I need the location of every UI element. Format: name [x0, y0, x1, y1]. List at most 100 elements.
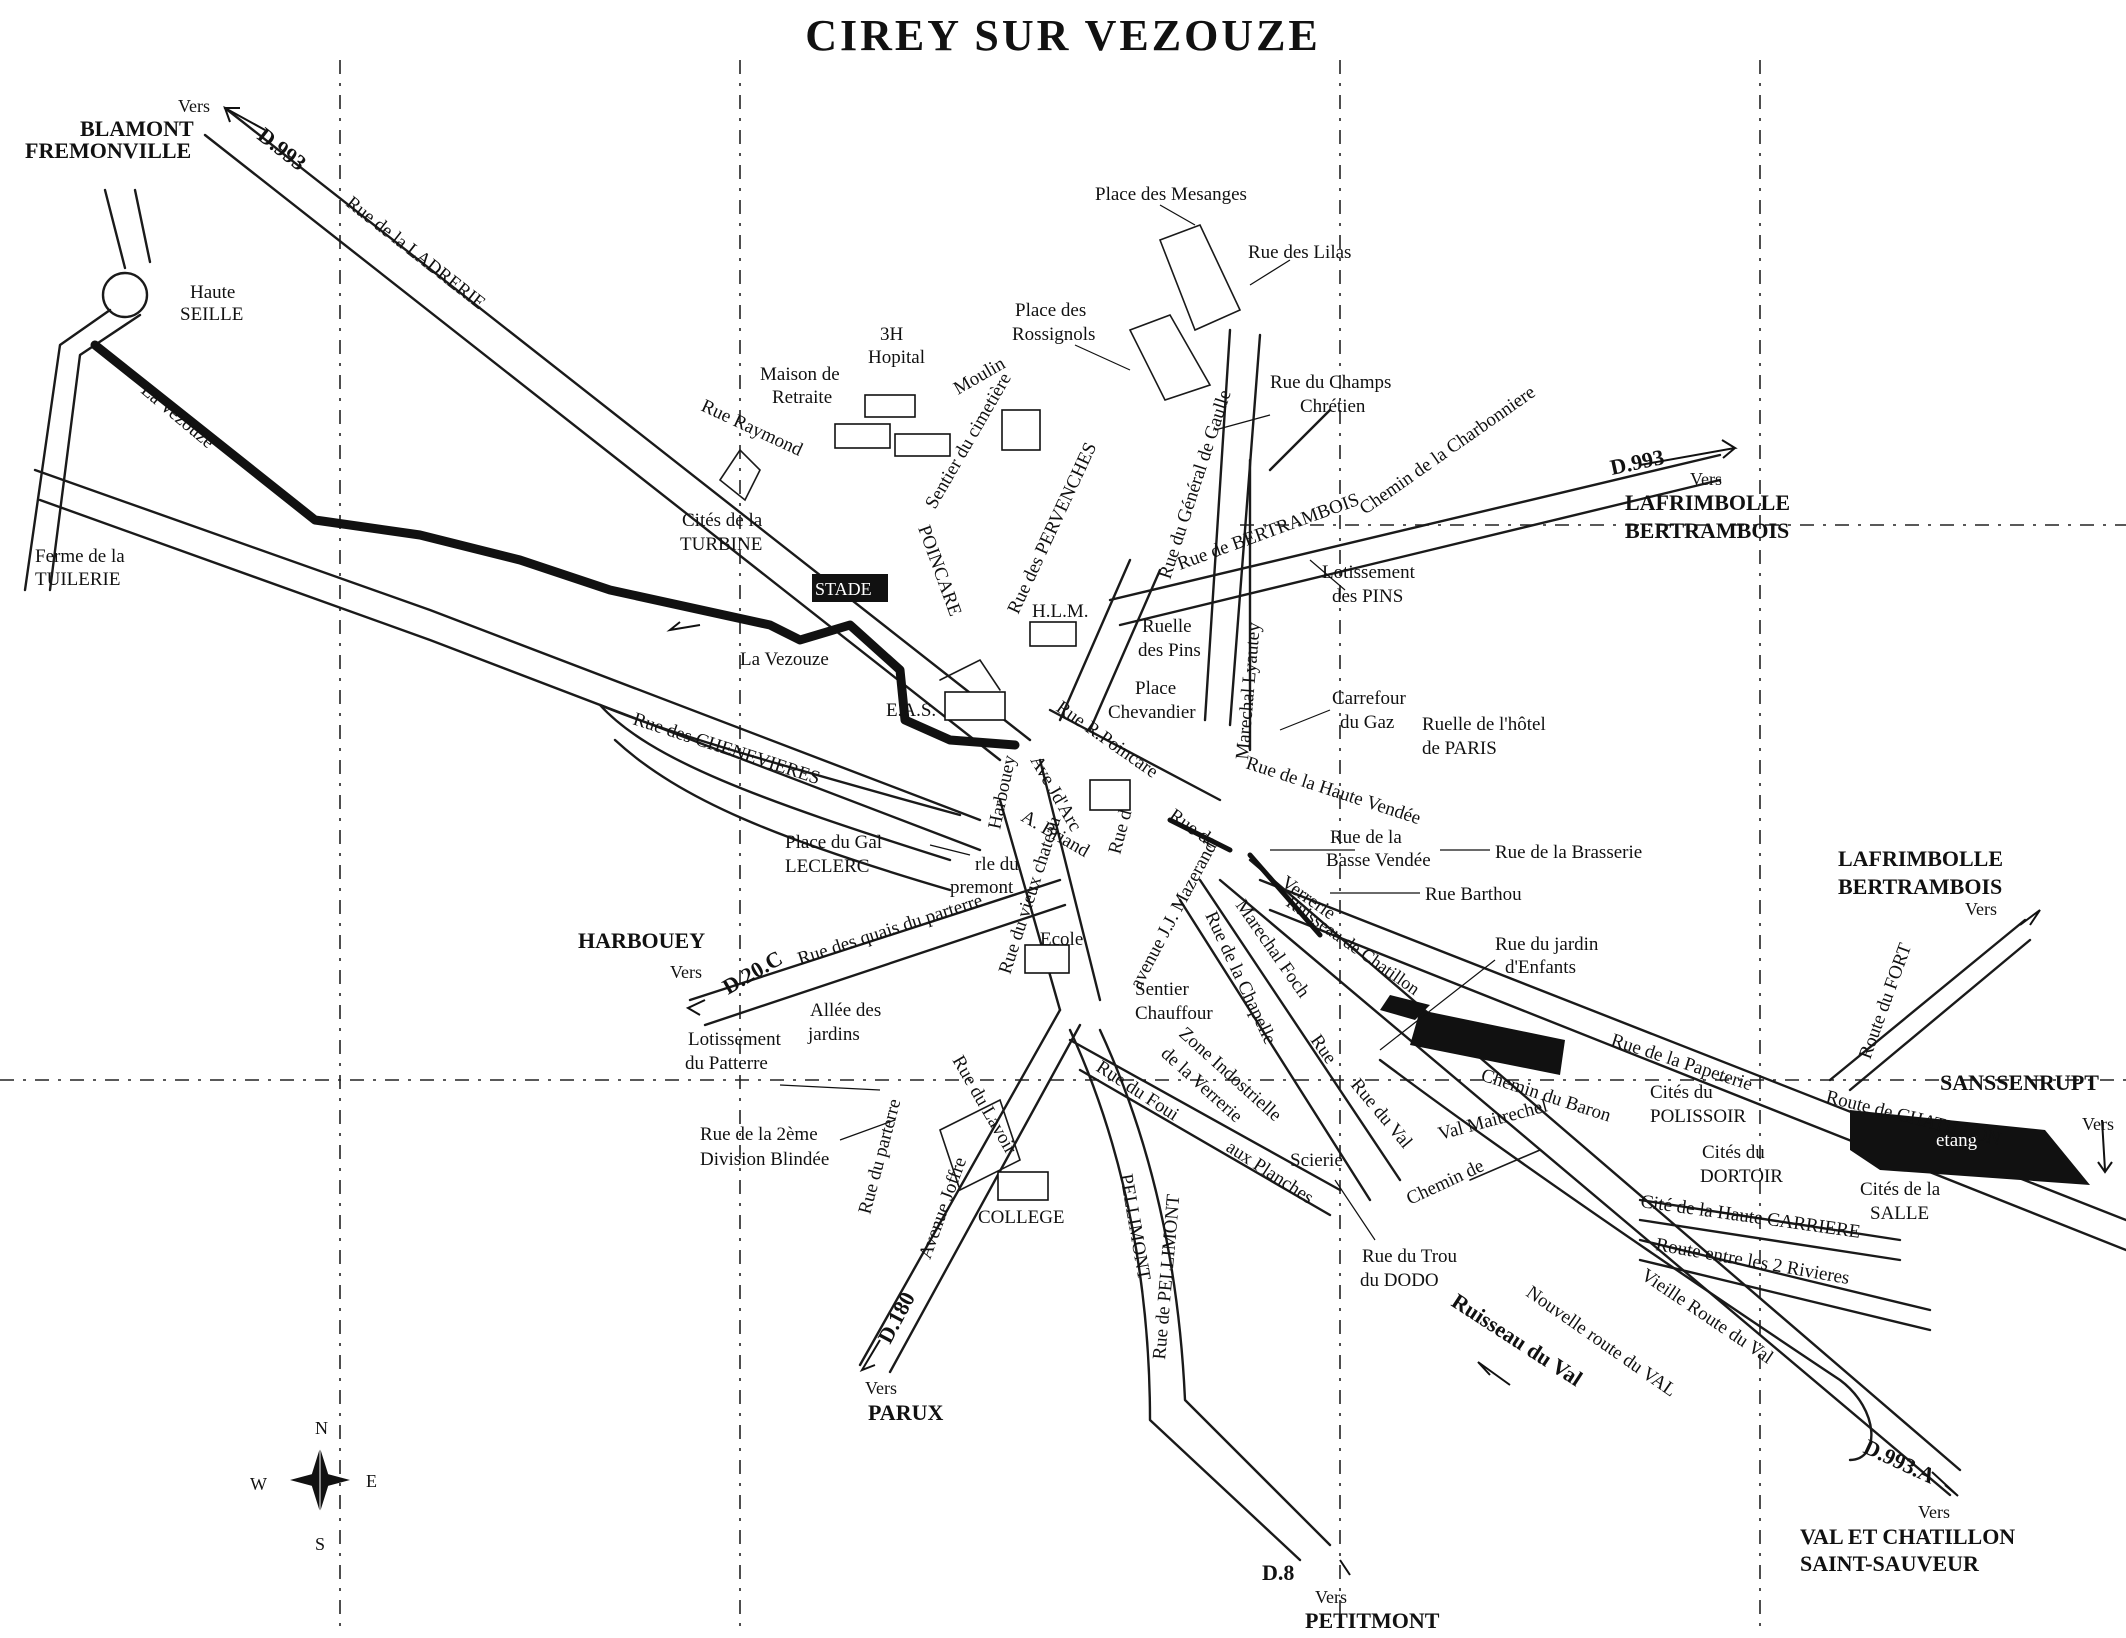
label-poincare: POINCARE	[913, 523, 965, 619]
label-sentier-chauffour-1: Sentier	[1135, 979, 1189, 1000]
label-cites-salle-2: SALLE	[1870, 1203, 1929, 1224]
label-ruelle-hotel-2: de PARIS	[1422, 738, 1497, 759]
dest-harbouey: HARBOUEY	[578, 928, 705, 953]
label-ruelle-hotel-1: Ruelle de l'hôtel	[1422, 714, 1546, 735]
dest-val-chatillon: VAL ET CHATILLON	[1800, 1524, 2015, 1549]
label-la-vezouze: La Vezouze	[740, 649, 829, 670]
label-rle-premont-1: rle du	[975, 854, 1019, 875]
label-cites-polissoir-1: Cités du	[1650, 1082, 1713, 1103]
label-place-rossignols-2: Rossignols	[1012, 324, 1095, 345]
cemetery	[1001, 409, 1041, 451]
label-cites-turbine-1: Cités de la	[682, 510, 763, 531]
vers-w: Vers	[670, 962, 702, 982]
label-haute-seille-2: SEILLE	[180, 304, 243, 325]
label-avenue-joffre: Avenue Joffre	[915, 1155, 971, 1262]
label-aux-planches: aux Planches	[1222, 1137, 1317, 1209]
dark-areas	[812, 574, 2090, 1185]
label-etang: etang	[1936, 1130, 1978, 1151]
label-pellimont: PELLIMONT	[1115, 1172, 1154, 1282]
label-rue-2eme-2: Division Blindée	[700, 1149, 829, 1170]
label-ecole: Ecole	[1040, 929, 1083, 950]
dest-blamont: BLAMONT	[80, 116, 194, 141]
code-d180: D.180	[872, 1288, 920, 1348]
label-rue-du-parterre: Rue du parterre	[855, 1097, 906, 1217]
label-carrefour-2: du Gaz	[1340, 712, 1394, 733]
compass-rose: N S E W	[250, 1418, 377, 1554]
dest-fremonville: FREMONVILLE	[25, 138, 191, 163]
label-rue-d: Rue d	[1105, 807, 1137, 856]
place-labels: Place des Mesanges Rue des Lilas Place d…	[35, 184, 2003, 1401]
label-nouvelle-route: Nouvelle route du VAL	[1522, 1282, 1680, 1401]
label-lotissement-pins-2: des PINS	[1332, 586, 1403, 607]
code-d993-ne: D.993	[1608, 444, 1666, 480]
church	[1089, 779, 1131, 811]
label-rue-lilas: Rue des Lilas	[1248, 242, 1351, 263]
factory-block	[1410, 1010, 1565, 1075]
label-rue-basse-vendee-2: Basse Vendée	[1326, 850, 1431, 871]
label-rue-barthou: Rue Barthou	[1425, 884, 1522, 905]
label-lot-patterre-1: Lotissement	[688, 1029, 782, 1050]
label-rue-vte: Rue	[1306, 1031, 1341, 1068]
label-ruelle-pins-2: des Pins	[1138, 640, 1201, 661]
label-a-briand: A. Briand	[1018, 806, 1094, 862]
road-network	[23, 106, 2126, 1562]
label-rue-2eme-1: Rue de la 2ème	[700, 1124, 818, 1145]
vers-e: Vers	[1965, 899, 1997, 919]
label-chemin-charbonniere: Chemin de la Charbonniere	[1356, 382, 1540, 519]
label-lot-patterre-2: du Patterre	[685, 1053, 768, 1074]
vers-s: Vers	[865, 1378, 897, 1398]
label-maison-2: Retraite	[772, 387, 832, 408]
label-rue-jardin-2: d'Enfants	[1505, 957, 1576, 978]
label-ferme-1: Ferme de la	[35, 546, 125, 567]
code-d8: D.8	[1262, 1560, 1294, 1585]
label-hopital-1: 3H	[880, 324, 904, 345]
leader-lines	[779, 204, 1496, 1241]
vers-ne: Vers	[1690, 469, 1722, 489]
label-stade: STADE	[815, 579, 872, 599]
vers-se: Vers	[1918, 1502, 1950, 1522]
label-place-chevandier-2: Chevandier	[1108, 702, 1196, 723]
label-chemin-de: Chemin de	[1403, 1155, 1487, 1209]
label-place-rossignols-1: Place des	[1015, 300, 1086, 321]
label-cites-dortoir-2: DORTOIR	[1700, 1166, 1783, 1187]
ruisseau-chatillon	[1167, 817, 1323, 938]
label-rue-brasserie: Rue de la Brasserie	[1495, 842, 1642, 863]
road-codes: D.993 D.993 D.993.A D.20.C D.180 D.8	[253, 122, 1939, 1585]
label-carrefour-1: Carrefour	[1332, 688, 1407, 709]
label-haute-seille-1: Haute	[190, 282, 235, 303]
label-place-leclerc-1: Place du Gal	[785, 832, 882, 853]
label-quais-parterre: Rue des quais du parterre	[795, 890, 985, 970]
dest-bertrambois-ne: BERTRAMBOIS	[1625, 518, 1789, 543]
label-val-maitrechel: Val Maitrechel	[1436, 1095, 1550, 1144]
label-rue-trou-1: Rue du Trou	[1362, 1246, 1458, 1267]
dest-lafrimbolle-e: LAFRIMBOLLE	[1838, 846, 2003, 871]
river-vezouze	[90, 340, 1020, 750]
label-eas: E.A.S.	[886, 700, 936, 721]
label-rue-basse-vendee-1: Rue de la	[1330, 827, 1402, 848]
label-place-chevandier-1: Place	[1135, 678, 1176, 699]
dest-saint-sauveur: SAINT-SAUVEUR	[1800, 1551, 1980, 1576]
label-place-mesanges: Place des Mesanges	[1095, 184, 1247, 205]
label-allee-jardins-1: Allée des	[810, 1000, 881, 1021]
label-rue-trou-2: du DODO	[1360, 1270, 1439, 1291]
direction-arrows	[223, 105, 2113, 1576]
label-ruelle-pins-1: Ruelle	[1142, 616, 1192, 637]
label-cites-salle-1: Cités de la	[1860, 1179, 1941, 1200]
dest-bertrambois-e: BERTRAMBOIS	[1838, 874, 2002, 899]
label-ferme-2: TUILERIE	[35, 569, 120, 590]
stade-block	[812, 574, 888, 602]
vers-bottom: Vers	[1315, 1587, 1347, 1607]
label-rue-jardin-1: Rue du jardin	[1495, 934, 1599, 955]
map-grid	[0, 60, 2126, 1630]
dest-parux: PARUX	[868, 1400, 943, 1425]
compass-s: S	[315, 1534, 325, 1554]
label-scierie: Scierie	[1290, 1150, 1343, 1171]
label-college: COLLEGE	[978, 1207, 1065, 1228]
label-rue-champs-1: Rue du Champs	[1270, 372, 1391, 393]
compass-e: E	[366, 1471, 377, 1491]
label-vezouze-river: La Vezouze	[137, 380, 219, 453]
label-rle-premont-2: premont	[950, 877, 1014, 898]
dest-lafrimbolle-ne: LAFRIMBOLLE	[1625, 490, 1790, 515]
